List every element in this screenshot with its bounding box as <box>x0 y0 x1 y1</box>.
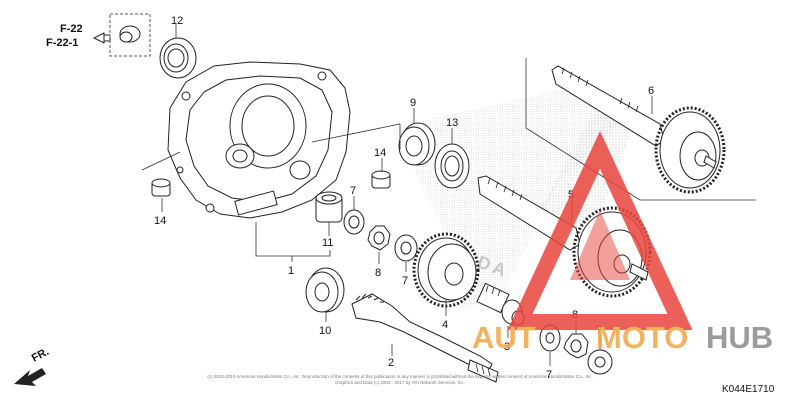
part-circlip-8b <box>563 333 589 359</box>
diagram-code: K044E1710 <box>722 384 775 395</box>
watermark-logo: AUT MOTO HUB <box>472 131 773 355</box>
copyright-line-1: (c) 2003-2010 American Honda Motor Co., … <box>207 374 592 379</box>
reference-f22-1: F-22-1 <box>46 37 78 49</box>
label-part-6: 6 <box>648 85 654 97</box>
front-label: FR. <box>30 346 51 365</box>
label-part-11: 11 <box>322 237 333 249</box>
part-washer-7a <box>343 209 365 235</box>
part-dowel-pin-14a <box>151 178 171 197</box>
label-part-4: 4 <box>442 319 448 331</box>
watermark-inner-triangle-icon <box>570 210 630 280</box>
label-part-7b: 7 <box>402 275 408 287</box>
part-transmission-case <box>167 61 351 219</box>
part-gear-4 <box>412 232 480 308</box>
label-part-10: 10 <box>319 325 331 337</box>
copyright-line-2: Graphics and Data (c) 2004 - 2017 by ARI… <box>335 380 465 385</box>
part-washer-7d <box>587 349 613 375</box>
part-washer-7b <box>394 234 418 262</box>
group-bracket-line <box>525 58 756 201</box>
part-circlip-8a <box>367 225 391 251</box>
part-oil-seal-12 <box>159 37 197 79</box>
case-bracket-line <box>141 123 401 171</box>
label-part-7a: 7 <box>350 185 356 197</box>
reference-arrow-stem <box>103 34 111 42</box>
label-part-3: 3 <box>504 341 510 353</box>
part-final-shaft-6 <box>551 65 726 194</box>
part-needle-bearing-11 <box>315 191 343 223</box>
part-oil-seal-13 <box>434 143 470 189</box>
watermark-text-aut: AUT <box>472 320 536 355</box>
label-part-12: 12 <box>171 15 183 27</box>
part-bearing-9 <box>398 122 436 166</box>
label-part-7d: 7 <box>596 325 602 337</box>
label-part-14b: 14 <box>374 147 386 159</box>
reference-dashed-box <box>109 13 151 57</box>
watermark-triangle-icon <box>507 131 693 330</box>
reference-f22: F-22 <box>60 23 83 35</box>
label-part-13: 13 <box>446 117 458 129</box>
part-washer-7c <box>539 324 561 352</box>
watermark-text-moto: MOTO <box>596 320 688 355</box>
leader-1 <box>255 222 331 262</box>
label-part-2: 2 <box>388 357 394 369</box>
part-bearing-10 <box>305 267 345 313</box>
part-dowel-pin-14b <box>371 170 391 189</box>
label-part-9: 9 <box>410 97 416 109</box>
label-part-8a: 8 <box>375 267 381 279</box>
reference-callout: F-22 F-22-1 <box>46 13 151 57</box>
part-drive-shaft-2 <box>351 293 499 383</box>
front-direction-indicator: FR. <box>14 346 51 386</box>
part-bearing-sleeve <box>119 25 141 43</box>
label-part-7c: 7 <box>546 369 552 381</box>
reference-arrow-icon <box>92 32 105 44</box>
front-arrow-icon <box>14 368 46 386</box>
label-part-14a: 14 <box>154 215 166 227</box>
watermark-text-hub: HUB <box>706 320 773 355</box>
label-part-1: 1 <box>288 265 294 277</box>
